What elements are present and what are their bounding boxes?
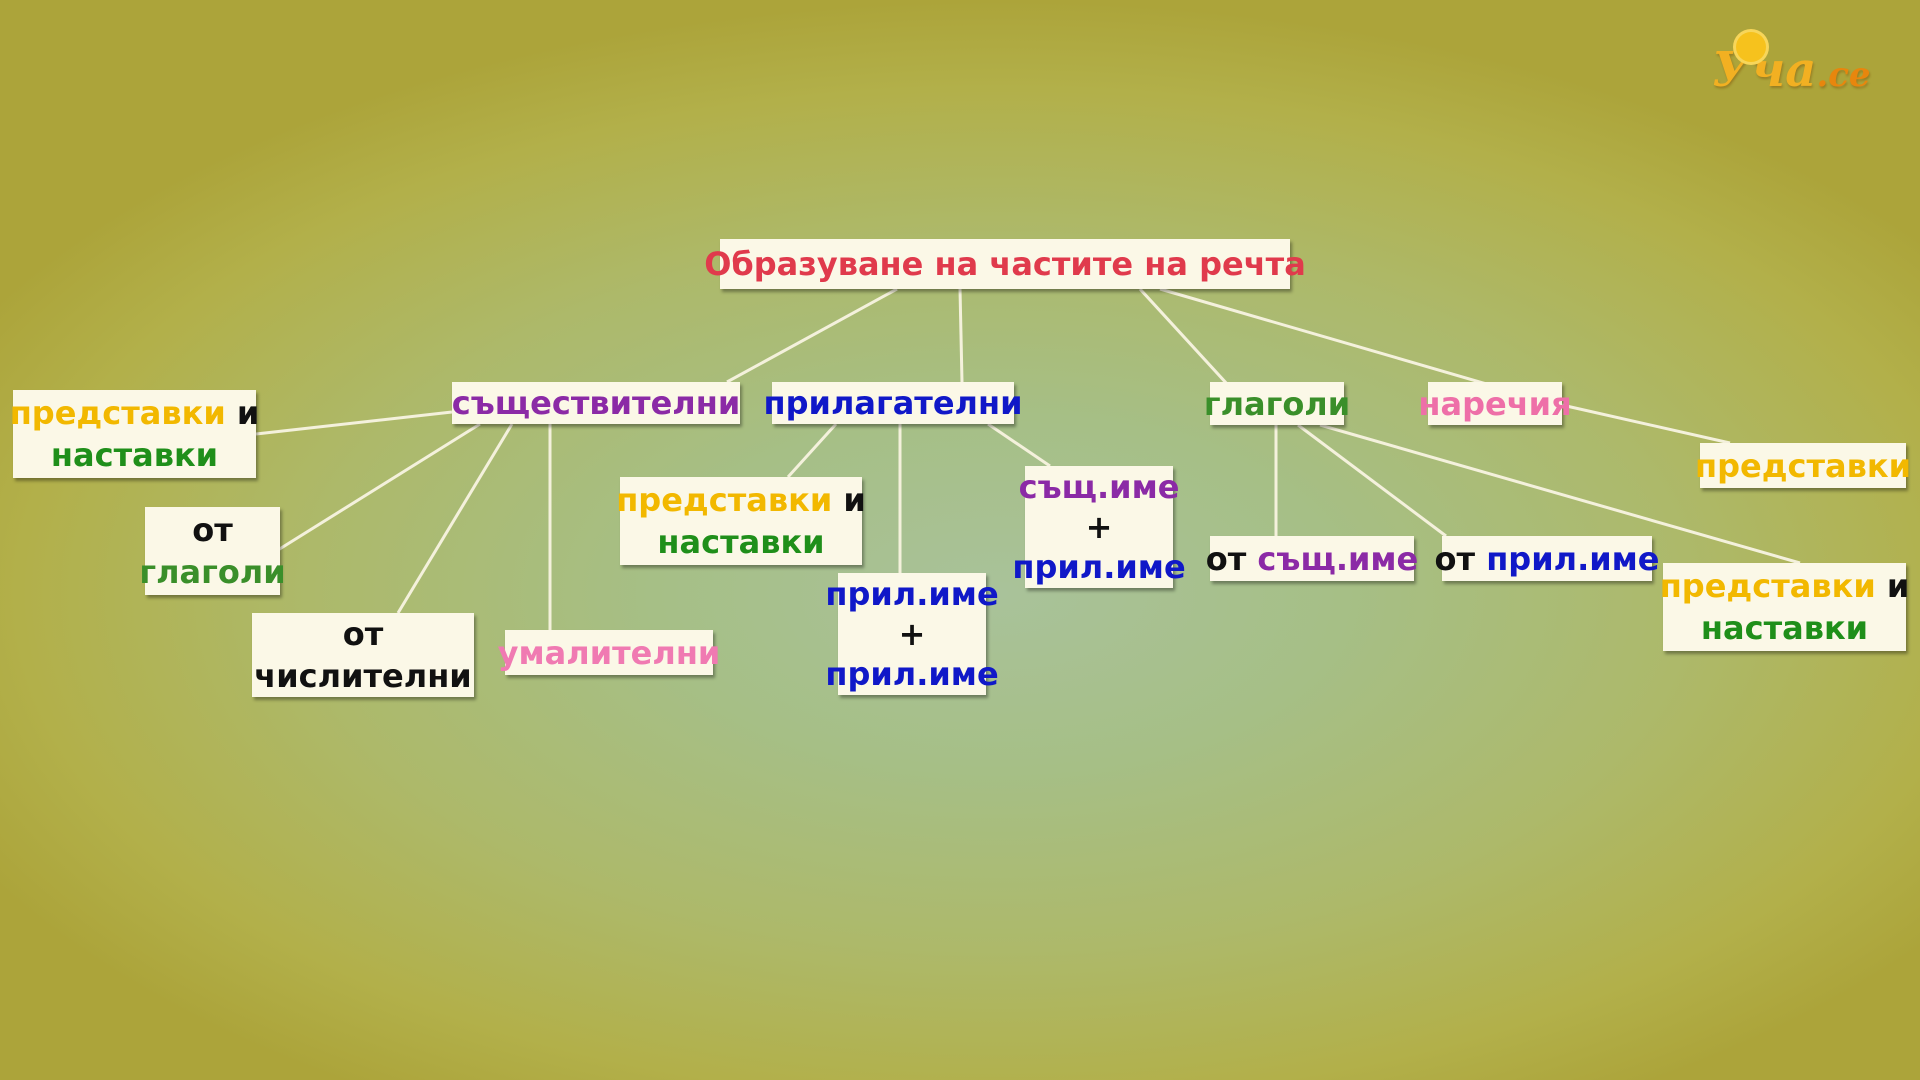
adj-name-word: прил.име — [1012, 548, 1186, 586]
category-nouns: съществителни — [452, 382, 740, 424]
plus-sign: + — [1085, 508, 1113, 546]
root-title: Образуване на частите на речта — [704, 239, 1306, 289]
plus-sign: + — [898, 615, 926, 653]
adj-name-word: прил.име — [825, 575, 999, 613]
from-word: от — [192, 511, 233, 549]
prefix-word: представки — [1659, 567, 1876, 605]
line: представки и — [616, 479, 866, 521]
category-adverbs: наречия — [1418, 382, 1572, 425]
category-label: съществителни — [451, 384, 741, 422]
connector — [1159, 287, 1491, 387]
suffix-word: наставки — [50, 436, 219, 474]
line: представки и — [1660, 565, 1910, 607]
verb-prefixes-suffixes: представки и наставки — [1660, 563, 1909, 651]
connector — [987, 422, 1051, 468]
logo-sun-icon — [1736, 32, 1766, 62]
and-word: и — [843, 481, 866, 519]
prefix-word: представки — [9, 394, 226, 432]
diminutive-word: умалителни — [497, 633, 721, 672]
prefix-word: представки — [616, 481, 833, 519]
suffix-word: наставки — [1700, 609, 1869, 647]
noun-prefixes-suffixes: представки и наставки — [10, 390, 259, 478]
noun-name-word: същ.име — [1018, 468, 1180, 506]
adverb-prefixes: представки — [1695, 443, 1911, 488]
connector — [1561, 403, 1731, 445]
from-word: от — [342, 615, 384, 653]
brand-logo: Уча.се — [1712, 32, 1871, 98]
connector — [958, 288, 964, 383]
noun-from-numerals: от числителни — [252, 613, 474, 697]
noun-name-word: същ.име — [1257, 539, 1419, 578]
noun-diminutive: умалителни — [498, 630, 720, 675]
numerals-word: числителни — [254, 657, 472, 695]
line: от същ.име — [1206, 538, 1419, 580]
verb-from-adj: от прил.име — [1435, 536, 1660, 581]
suffix-word: наставки — [657, 523, 825, 561]
verb-from-noun: от същ.име — [1206, 536, 1418, 581]
category-verbs: глаголи — [1204, 382, 1350, 425]
category-adjectives: прилагателни — [764, 382, 1023, 424]
logo-suffix: .се — [1816, 55, 1871, 95]
connector — [255, 410, 453, 436]
from-word: от — [1434, 539, 1476, 578]
connector — [1138, 287, 1230, 387]
connector — [726, 287, 898, 384]
and-word: и — [1886, 567, 1910, 605]
category-label: прилагателни — [763, 384, 1023, 422]
adj-compound-noun-adj: същ.име + прил.име — [1012, 466, 1186, 588]
connector — [1297, 423, 1447, 538]
and-word: и — [236, 394, 260, 432]
category-label: наречия — [1418, 384, 1572, 423]
title-text: Образуване на частите на речта — [704, 245, 1306, 283]
adj-compound-adj-adj: прил.име + прил.име — [825, 573, 999, 695]
noun-from-verbs: от глаголи — [139, 507, 286, 595]
category-label: глаголи — [1203, 384, 1351, 423]
connector — [396, 423, 514, 614]
prefix-word: представки — [1694, 446, 1912, 485]
connector — [1319, 423, 1801, 565]
line: представки и — [10, 392, 260, 434]
line: от прил.име — [1435, 538, 1660, 580]
adj-prefixes-suffixes: представки и наставки — [616, 477, 866, 565]
from-word: от — [1205, 539, 1247, 578]
connector — [277, 422, 481, 552]
adj-name-word: прил.име — [1486, 539, 1660, 578]
verbs-word: глаголи — [139, 553, 286, 591]
connector — [786, 422, 838, 479]
adj-name-word: прил.име — [825, 655, 999, 693]
